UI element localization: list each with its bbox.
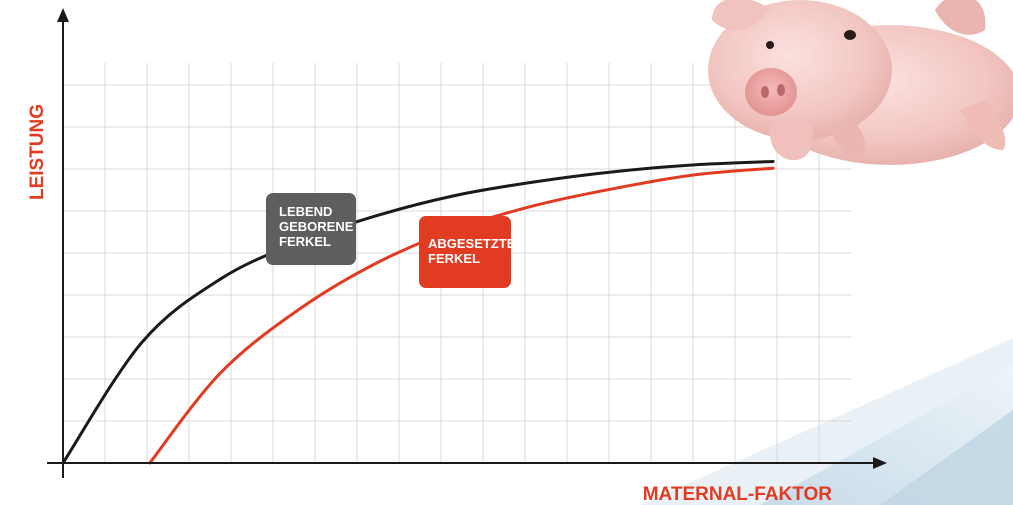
series-line-abgesetzte-ferkel (148, 166, 775, 465)
series-lines (61, 160, 775, 465)
series-label-abgesetzte-ferkel: ABGESETZTE FERKEL (419, 216, 515, 288)
series-label-lebend-geborene-ferkel: LEBEND GEBORENE FERKEL (266, 193, 356, 265)
x-axis-title: MATERNAL-FAKTOR (643, 484, 833, 505)
decor-wedge-dark (880, 410, 1013, 505)
x-axis-arrowhead (873, 457, 887, 469)
y-axis-arrowhead (57, 8, 69, 22)
y-axis-title: LEISTUNG (27, 104, 48, 200)
series-line-lebend-geborene-ferkel (61, 160, 775, 465)
piglet-icon (708, 0, 1013, 165)
axes (47, 8, 887, 478)
